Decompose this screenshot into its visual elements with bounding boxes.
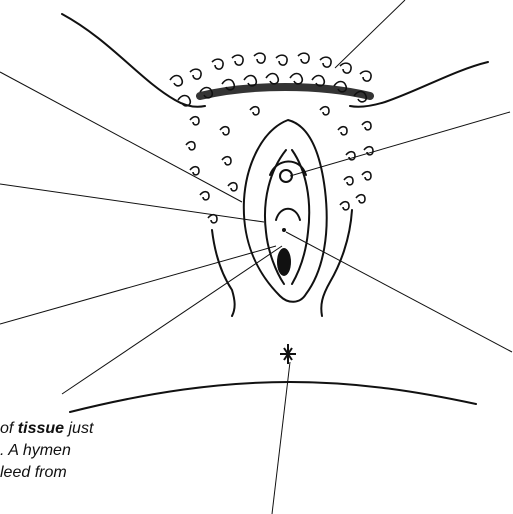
- urethral-opening: [282, 228, 286, 232]
- caption-keyword-tissue: tissue: [18, 420, 64, 437]
- buttock-curve: [70, 382, 476, 412]
- leader-line-inner-labia: [0, 184, 264, 222]
- left-leg-outline: [212, 230, 235, 316]
- pubic-hair: [170, 53, 373, 223]
- caption-line-1-end: just: [64, 420, 93, 437]
- vestibule-fold: [276, 209, 300, 220]
- anus-mark: [280, 344, 296, 364]
- caption-line-1: of tissue just: [0, 418, 230, 440]
- leader-line-vagina: [0, 246, 276, 324]
- leader-line-clitoris: [290, 112, 510, 176]
- leader-line-urethra: [286, 232, 512, 352]
- right-groin-outline: [350, 62, 488, 107]
- left-groin-outline: [62, 14, 205, 107]
- pubic-hair-dense-band: [200, 87, 370, 96]
- caption-line-3: leed from: [0, 462, 230, 484]
- vaginal-opening: [277, 248, 291, 276]
- caption-line-1-start: of: [0, 420, 18, 437]
- leader-line-pubic-hair: [335, 0, 405, 68]
- leader-line-anus: [272, 362, 290, 514]
- leader-line-hymen: [62, 246, 282, 394]
- caption-line-2: . A hymen: [0, 440, 230, 462]
- hymen-caption: of tissue just . A hymen leed from: [0, 418, 230, 484]
